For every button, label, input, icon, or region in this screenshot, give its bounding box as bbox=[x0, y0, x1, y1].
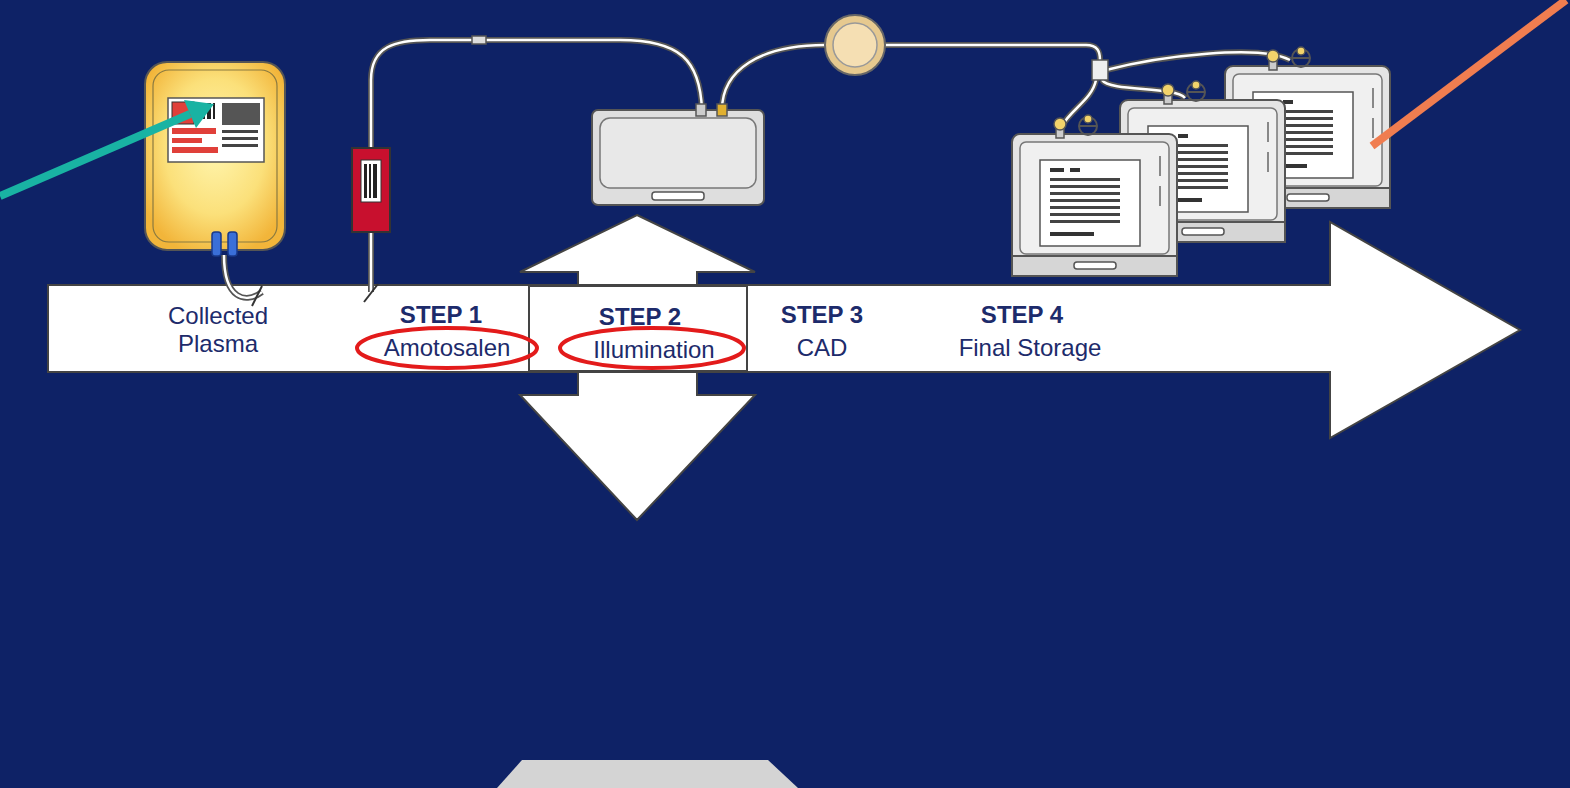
drawing-part bbox=[722, 45, 825, 110]
drawing-part bbox=[1372, 0, 1566, 146]
drawing-part bbox=[696, 104, 706, 116]
drawing-part bbox=[722, 45, 825, 110]
drawing-part bbox=[1012, 115, 1177, 276]
drawing-part bbox=[1092, 60, 1108, 80]
drawing-part bbox=[592, 110, 764, 205]
drawing-part bbox=[222, 130, 258, 133]
drawing-part bbox=[224, 40, 1290, 298]
drawing-part bbox=[600, 118, 756, 188]
drawing-part bbox=[368, 232, 374, 292]
drawing-part bbox=[213, 103, 215, 119]
drawing-part bbox=[184, 100, 214, 128]
drawing-part bbox=[172, 138, 202, 143]
illumination-bag bbox=[592, 104, 764, 205]
double-arrow-shape bbox=[520, 215, 755, 520]
drawing-part bbox=[212, 232, 221, 256]
step-label: Collected Plasma bbox=[153, 302, 283, 358]
step-label: CAD bbox=[797, 334, 848, 362]
drawing-part bbox=[717, 104, 727, 116]
drawing-part bbox=[472, 36, 486, 44]
drawing-part bbox=[825, 15, 885, 75]
drawing-part bbox=[145, 62, 285, 250]
step-label: Illumination bbox=[593, 336, 714, 364]
drawing-part bbox=[361, 160, 381, 202]
pointer-arrows bbox=[0, 0, 1566, 196]
step-label: Amotosalen bbox=[384, 334, 511, 362]
plasma-bag bbox=[145, 62, 285, 256]
drawing-part bbox=[222, 144, 258, 147]
bottom-shape bbox=[497, 760, 798, 788]
drawing-part bbox=[172, 128, 216, 134]
cad-filter bbox=[825, 15, 1108, 80]
step-label: Final Storage bbox=[959, 334, 1102, 362]
drawing-part bbox=[352, 148, 390, 232]
drawing-part bbox=[222, 103, 260, 125]
drawing-part bbox=[168, 98, 264, 162]
drawing-part bbox=[153, 70, 277, 242]
drawing-part bbox=[224, 40, 1290, 298]
amotosalen-cartridge bbox=[352, 148, 390, 232]
drawing-part bbox=[885, 45, 1100, 60]
drawing-part bbox=[222, 137, 258, 140]
drawing-part bbox=[373, 164, 377, 198]
band-arrow-outline bbox=[48, 222, 1520, 438]
step-box: STEP 2 Illumination bbox=[528, 285, 748, 372]
drawing-part bbox=[885, 45, 1100, 60]
drawing-part bbox=[833, 23, 877, 67]
step-heading: STEP 4 bbox=[981, 301, 1063, 329]
drawing-part bbox=[0, 114, 190, 196]
drawing-part bbox=[364, 164, 367, 198]
drawing-part bbox=[370, 232, 373, 292]
tubing bbox=[224, 36, 1290, 306]
step-heading: STEP 3 bbox=[781, 301, 863, 329]
step-heading: STEP 1 bbox=[400, 301, 482, 329]
process-band: Collected Plasma STEP 1 Amotosalen STEP 3 CA… bbox=[48, 222, 1523, 438]
drawing-part bbox=[369, 164, 371, 198]
band-arrow-shape bbox=[48, 222, 1523, 438]
drawing-part bbox=[652, 192, 704, 200]
drawing-part bbox=[228, 232, 237, 256]
drawing-part bbox=[172, 147, 218, 153]
step-heading: STEP 2 bbox=[599, 303, 681, 331]
